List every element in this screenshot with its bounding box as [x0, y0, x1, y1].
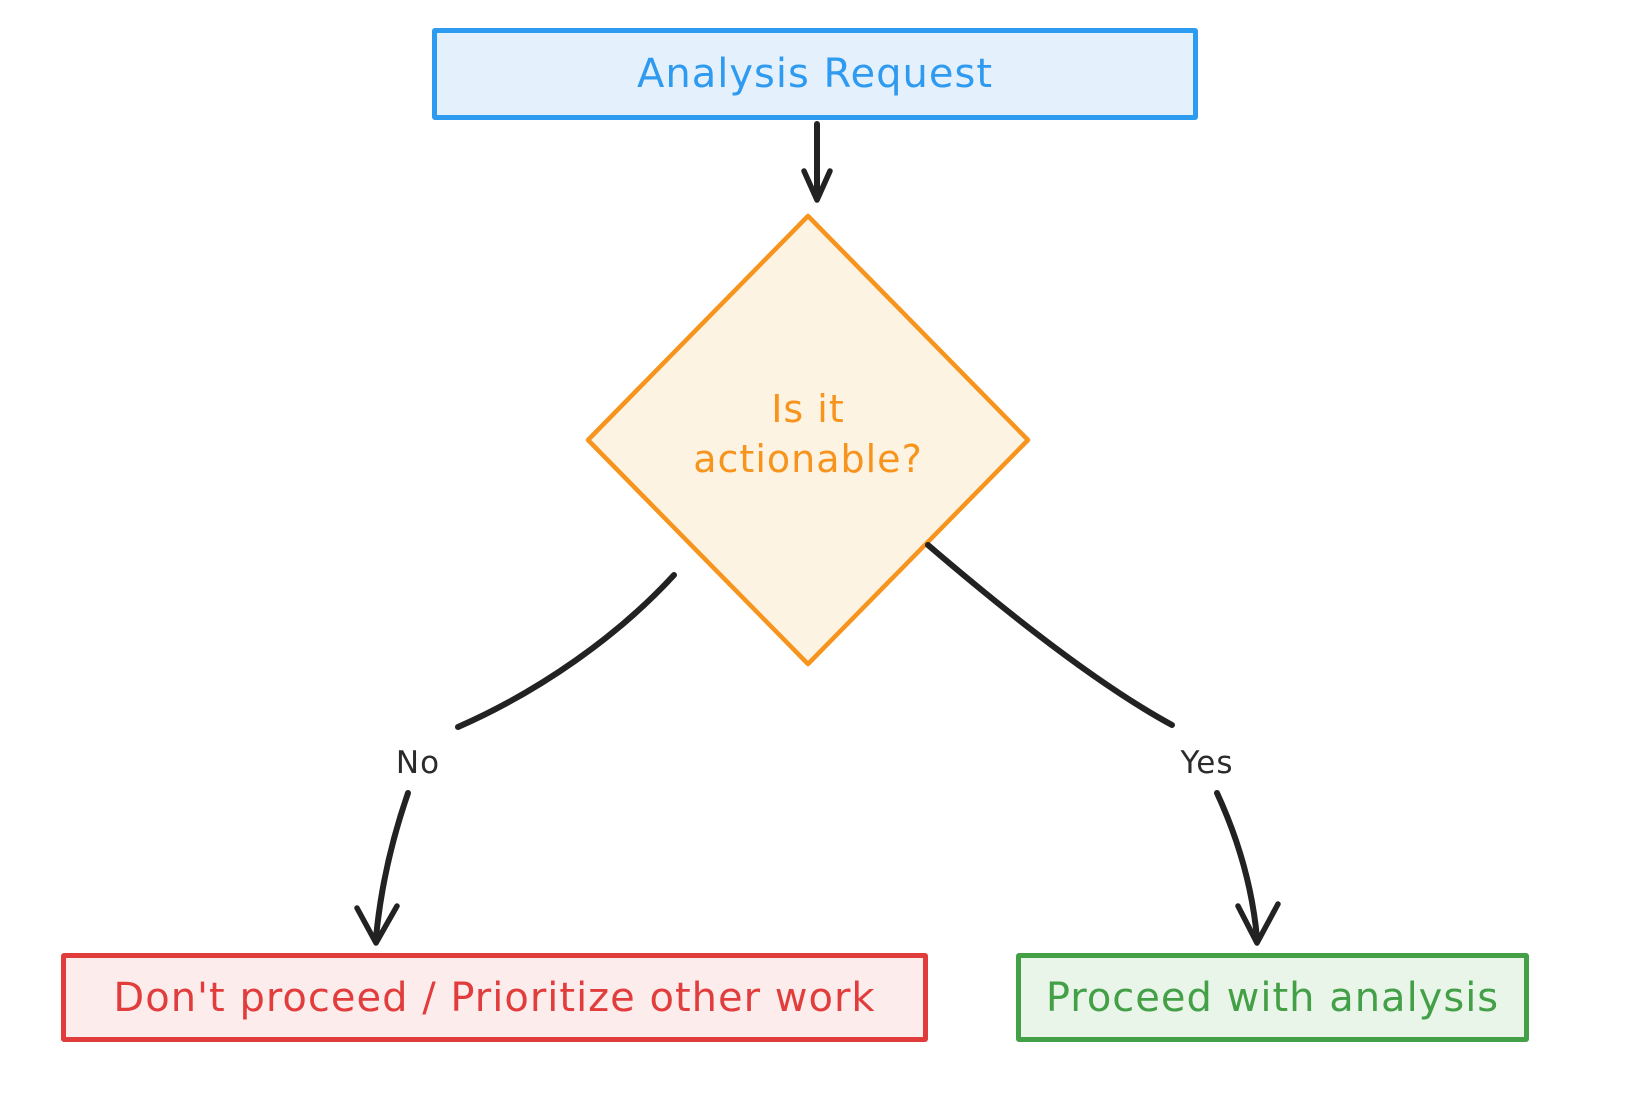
node-analysis-request-label: Analysis Request: [637, 51, 993, 97]
node-proceed-label: Proceed with analysis: [1045, 974, 1500, 1021]
node-dont-proceed-label: Don't proceed / Prioritize other work: [113, 974, 876, 1021]
node-proceed: Proceed with analysis: [1016, 953, 1529, 1042]
decision-diamond-shape: [585, 213, 1031, 667]
node-analysis-request: Analysis Request: [432, 28, 1198, 120]
node-dont-proceed: Don't proceed / Prioritize other work: [61, 953, 928, 1042]
edge-decision-to-yes-line: [925, 542, 1175, 728]
edge-decision-to-yes-arrowhead-icon: [1235, 901, 1281, 946]
node-decision-label: Is it actionable?: [650, 384, 966, 484]
decision-label-line1: Is it: [771, 387, 845, 431]
edge-decision-to-no-line: [455, 572, 677, 730]
edge-start-to-decision-arrowhead-icon: [801, 168, 833, 203]
edge-label-no: No: [395, 745, 441, 781]
edge-decision-to-no-arrowhead-icon: [354, 903, 400, 946]
edge-label-yes: Yes: [1180, 745, 1234, 781]
edge-decision-to-no-tail: [373, 790, 411, 941]
edge-decision-to-yes-tail: [1214, 790, 1260, 941]
decision-label-line2: actionable?: [693, 437, 923, 482]
